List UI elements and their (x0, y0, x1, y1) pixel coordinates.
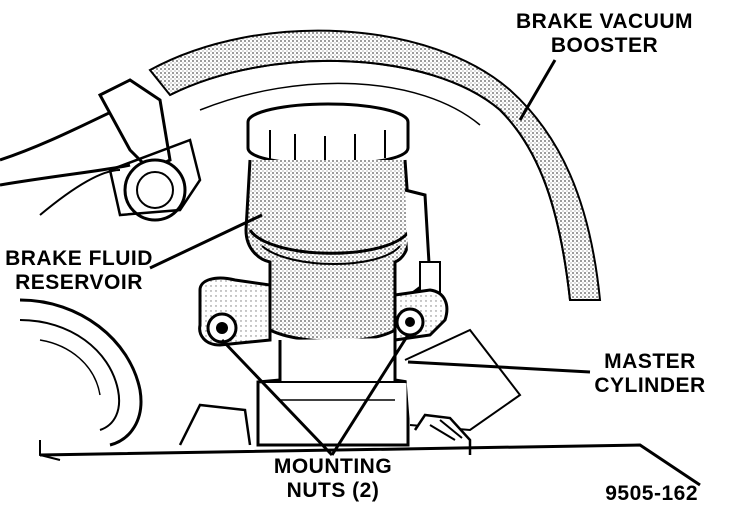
master-cylinder-label-line1: MASTER (604, 350, 696, 373)
mounting-nuts-label-line2: NUTS (2) (286, 479, 380, 502)
reservoir-label-line2: RESERVOIR (15, 271, 143, 294)
mounting-nuts-label: MOUNTING NUTS (2) (258, 455, 408, 503)
booster-leader (518, 59, 557, 121)
master-cylinder-label: MASTER CYLINDER (590, 350, 710, 398)
lower-components-shape (39, 403, 701, 487)
leader-lines (149, 59, 591, 457)
reservoir-leader (149, 213, 263, 270)
nut-leader-right (330, 334, 410, 456)
reservoir-label-line1: BRAKE FLUID (5, 247, 153, 270)
vacuum-booster-shape (148, 29, 602, 301)
figure-number: 9505-162 (605, 482, 698, 505)
booster-label-line2: BOOSTER (550, 34, 659, 57)
mounting-nuts-label-line1: MOUNTING (273, 455, 393, 478)
brake-line-shape (0, 78, 202, 222)
left-round-shape (19, 298, 143, 447)
master-cylinder-label-line2: CYLINDER (594, 374, 706, 397)
fluid-reservoir-shape (244, 102, 441, 343)
reservoir-label: BRAKE FLUID RESERVOIR (4, 247, 154, 295)
master-leader (407, 360, 591, 374)
booster-label-line1: BRAKE VACUUM (515, 10, 694, 33)
booster-label: BRAKE VACUUM BOOSTER (512, 10, 697, 58)
nut-leader-left (220, 338, 334, 457)
